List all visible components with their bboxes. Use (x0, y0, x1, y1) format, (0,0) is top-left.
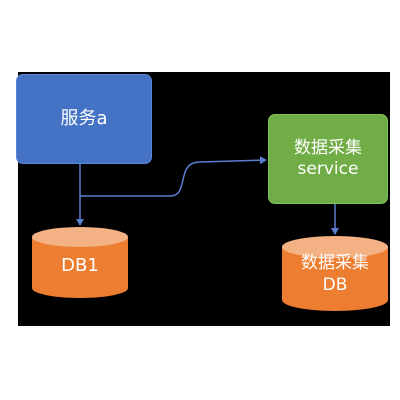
collector-service-label-line2: service (297, 159, 359, 179)
collector-db-label: 数据采集 DB (282, 252, 388, 296)
collector-db-label-line2: DB (322, 275, 348, 296)
arrow-to-collector (80, 156, 267, 197)
db1-label: DB1 (32, 254, 128, 277)
collector-db-label-line1: 数据采集 (301, 253, 369, 273)
db1-cylinder (32, 227, 128, 298)
collector-service-node: 数据采集 service (268, 114, 388, 204)
service-a-node: 服务a (16, 74, 152, 164)
service-a-label: 服务a (60, 107, 108, 129)
collector-service-label-line1: 数据采集 (294, 137, 362, 158)
db1-label-text: DB1 (61, 255, 99, 276)
db2-cylinder (282, 236, 388, 311)
